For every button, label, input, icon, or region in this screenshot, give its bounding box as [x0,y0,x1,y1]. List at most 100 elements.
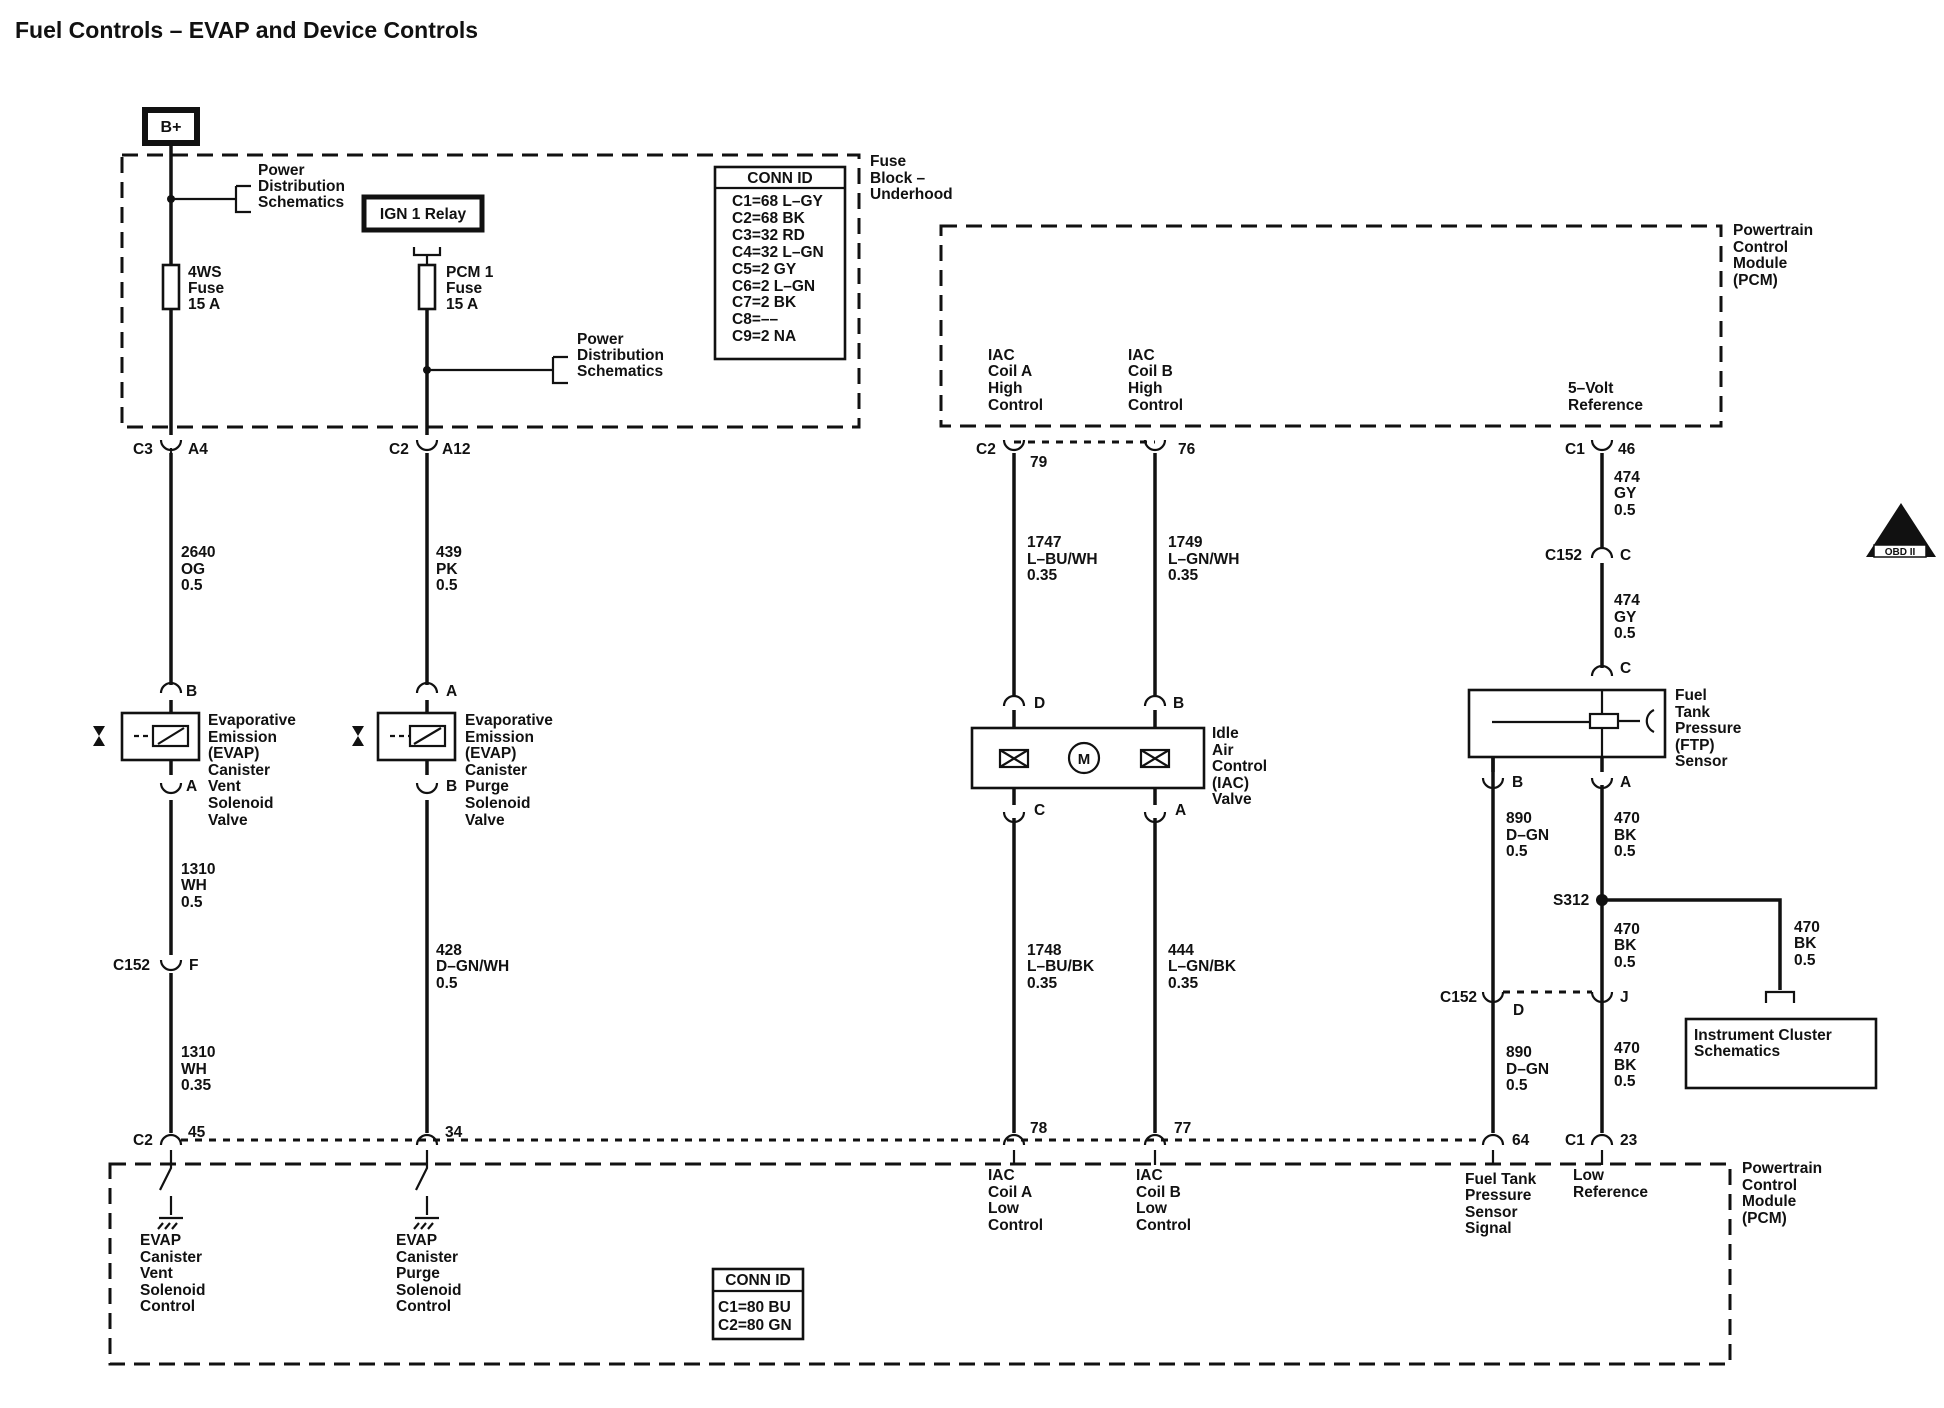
svg-text:B: B [186,683,197,700]
conn-label: C [1620,547,1631,564]
fuse-4ws [161,263,181,311]
svg-text:A: A [1175,802,1186,819]
svg-text:A: A [1620,774,1631,791]
conn-label: 78 [1030,1120,1048,1137]
svg-text:B: B [1512,774,1523,791]
fuse-pcm1 [417,263,437,311]
conn-label: 64 [1512,1132,1530,1149]
conn-label: 79 [1030,454,1048,471]
evap-vent-solenoid: B A [93,681,201,795]
fuse-block-label: Fuse Block – Underhood [870,153,953,203]
connector-c2-45 [159,1133,183,1146]
conn-label: 76 [1178,441,1196,458]
evap-purge-control-label: EVAP Canister Purge Solenoid Control [396,1232,466,1315]
b-plus-label: B+ [161,119,182,136]
svg-text:A: A [186,778,197,795]
ftp-sensor: B A [1467,688,1667,791]
evap-purge-label: Evaporative Emission (EVAP) Canister Pur… [465,712,557,829]
pcm-top-label: Powertrain Control Module (PCM) [1733,222,1817,289]
svg-text:B: B [446,778,457,795]
svg-text:B: B [1173,695,1184,712]
connector-64 [1481,1133,1505,1146]
instrument-cluster-box: Instrument Cluster Schematics [1684,1017,1878,1090]
vent-driver-switch [157,1150,183,1230]
conn-label: C152 [1440,989,1477,1006]
conn-label: C [1620,660,1631,677]
connector-ftp-c [1590,664,1614,677]
obd2-badge: OBD II [1866,503,1936,558]
obd2-label: OBD II [1885,547,1916,558]
conn-id-table-top: CONN ID C1=68 L–GY C2=68 BK C3=32 RD C4=… [713,165,847,361]
ign1-relay-label: IGN 1 Relay [380,206,467,223]
iac-motor-label: M [1078,751,1091,768]
instrument-cluster-label: Instrument Cluster Schematics [1694,1027,1836,1060]
purge-driver-switch [413,1150,439,1230]
wire-470-cluster [1602,898,1782,990]
ftp-sensor-label: Fuel Tank Pressure (FTP) Sensor [1675,687,1746,770]
ftp-signal-label: Fuel Tank Pressure Sensor Signal [1465,1171,1541,1237]
iac-coil-a-high-label: IAC Coil A High Control [988,347,1043,414]
fuse-pcm1-label: PCM 1 Fuse 15 A [446,264,498,313]
conn-label: J [1620,989,1629,1006]
relay-contact [412,247,442,265]
power-dist-link-1 [171,184,251,214]
splice-s312-label: S312 [1553,892,1589,909]
conn-label: C152 [1545,547,1582,564]
wire-890 [1472,720,1495,1133]
five-volt-ref-label: 5–Volt Reference [1568,380,1643,414]
evap-vent-label: Evaporative Emission (EVAP) Canister Ven… [208,712,300,829]
connector-c1-46 [1590,439,1614,452]
connector-c2-a12 [415,439,439,452]
conn-label: C1 [1565,1132,1585,1149]
power-dist-label-1: Power Distribution Schematics [258,162,349,211]
conn-label: C1 [1565,441,1585,458]
conn-label: A12 [442,441,470,458]
pcm-bottom-label: Powertrain Control Module (PCM) [1742,1160,1826,1227]
pcm-bottom-box: Powertrain Control Module (PCM) [108,1160,1826,1366]
conn-id-bottom-title: CONN ID [725,1272,790,1289]
connector-34 [415,1133,439,1146]
connector-c1-23 [1590,1133,1614,1146]
conn-label: A4 [188,441,208,458]
pcm-internal-leads [1012,1150,1604,1165]
connector-c2-79 [1002,439,1026,452]
power-dist-label-2: Power Distribution Schematics [577,331,668,380]
conn-label: C2 [133,1132,153,1149]
connector-c152-j [1590,991,1614,1004]
svg-text:A: A [446,683,457,700]
ign1-relay-box: IGN 1 Relay [361,194,485,233]
connector-78 [1002,1133,1026,1146]
conn-label: 77 [1174,1120,1191,1137]
iac-valve-label: Idle Air Control (IAC) Valve [1212,725,1271,808]
iac-coil-b-low-label: IAC Coil B Low Control [1136,1167,1191,1234]
conn-id-rows: C1=68 L–GY C2=68 BK C3=32 RD C4=32 L–GN … [732,193,828,345]
connector-c152-d [1481,991,1505,1004]
iac-valve: D B M C A [970,694,1206,824]
connector-c152-c [1590,546,1614,559]
conn-label: 46 [1618,441,1636,458]
power-dist-link-2 [427,355,568,385]
evap-vent-control-label: EVAP Canister Vent Solenoid Control [140,1232,210,1315]
conn-id-table-bottom: CONN ID C1=80 BU C2=80 GN [711,1267,805,1341]
conn-label: 23 [1620,1132,1638,1149]
iac-coil-b-high-label: IAC Coil B High Control [1128,347,1183,414]
conn-label: C152 [113,957,150,974]
b-plus-box: B+ [142,107,200,146]
